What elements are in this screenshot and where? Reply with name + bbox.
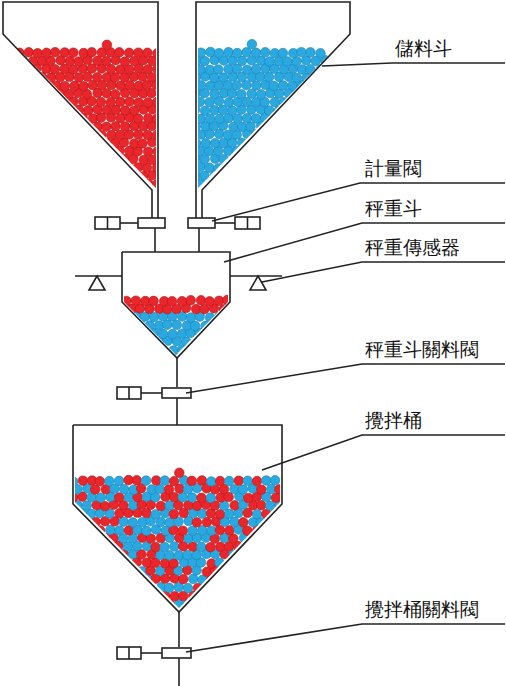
part-label: 秤重斗 — [365, 197, 422, 219]
material-balls — [117, 295, 233, 363]
part-label: 秤重斗關料閥 — [365, 338, 479, 360]
part-label: 計量閥 — [365, 157, 422, 179]
part-label: 秤重傳感器 — [365, 236, 460, 258]
part-label: 儲料斗 — [395, 37, 452, 59]
part-label: 攪拌桶關料閥 — [365, 598, 479, 620]
part-label: 攪拌桶 — [365, 409, 422, 431]
material-balls — [190, 39, 353, 197]
material-balls — [68, 468, 285, 617]
material-balls — [0, 40, 162, 198]
